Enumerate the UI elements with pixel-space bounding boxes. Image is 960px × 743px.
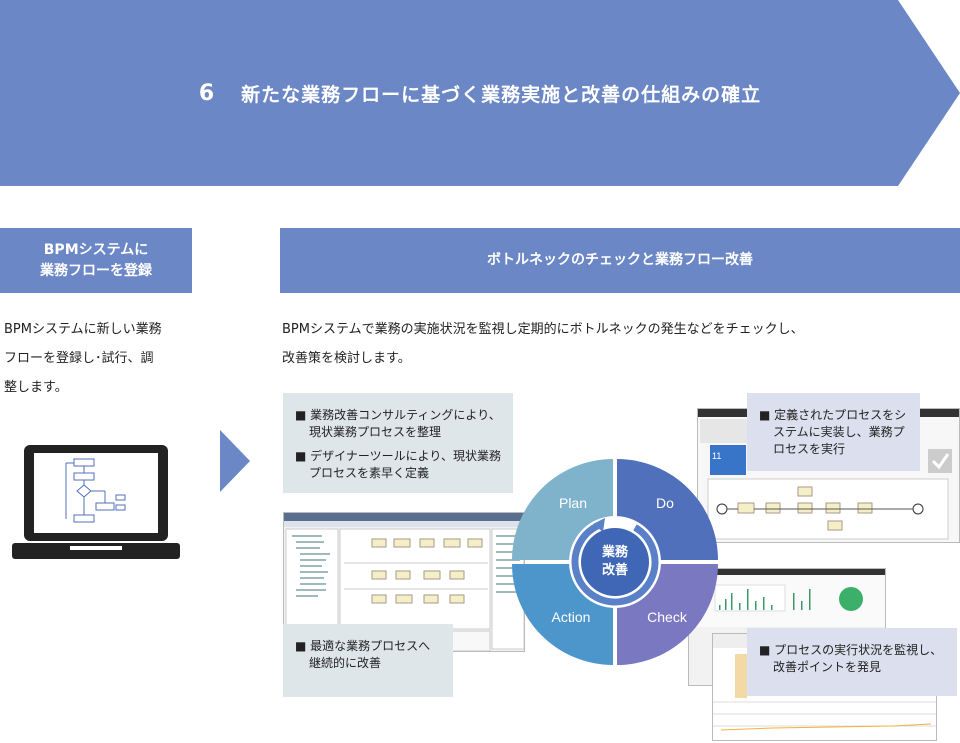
do-task-count: 11: [712, 451, 721, 461]
banner-title-text: 新たな業務フローに基づく業務実施と改善の仕組みの確立: [241, 83, 762, 106]
plan-note: ■ 業務改善コンサルティングにより、現状業務プロセスを整理 ■ デザイナーツール…: [283, 393, 513, 493]
plan-note-item-1: ■ 業務改善コンサルティングにより、現状業務プロセスを整理: [295, 408, 501, 439]
bottleneck-check-description: BPMシステムで業務の実施状況を監視し定期的にボトルネックの発生などをチェックし…: [282, 315, 942, 373]
bottleneck-check-header: ボトルネックのチェックと業務フロー改善: [280, 228, 960, 293]
register-flow-description-line-1: BPMシステムに新しい業務: [4, 322, 162, 337]
register-flow-description: BPMシステムに新しい業務 フローを登録し･試行、調 整します。: [4, 315, 194, 402]
action-label: Action: [552, 609, 591, 625]
banner-arrow-shape: [0, 0, 960, 186]
check-note: ■ プロセスの実行状況を監視し、改善ポイントを発見: [747, 628, 957, 696]
register-flow-header: BPMシステムに 業務フローを登録: [0, 228, 192, 293]
register-flow-header-line-2: 業務フローを登録: [40, 262, 152, 279]
action-note: ■ 最適な業務プロセスへ継続的に改善: [283, 624, 453, 697]
register-flow-description-line-2: フローを登録し･試行、調: [4, 351, 154, 366]
check-label: Check: [647, 609, 688, 625]
check-note-item-1: ■ プロセスの実行状況を監視し、改善ポイントを発見: [759, 643, 943, 674]
register-flow-header-line-1: BPMシステムに: [43, 242, 149, 259]
do-note-item-1: ■ 定義されたプロセスをシステムに実装し、業務プロセスを実行: [759, 408, 907, 456]
refresh-arrow-icon: [571, 518, 659, 606]
plan-note-item-2: ■ デザイナーツールにより、現状業務プロセスを素早く定義: [295, 449, 501, 480]
pdca-cycle-diagram: 業務 改善 Plan Do Check Action: [512, 459, 718, 665]
page-banner: 6 新たな業務フローに基づく業務実施と改善の仕組みの確立: [0, 0, 960, 186]
cycle-center-line-2: 改善: [602, 562, 628, 578]
cycle-center-line-1: 業務: [601, 544, 629, 560]
banner-title: 6 新たな業務フローに基づく業務実施と改善の仕組みの確立: [0, 0, 960, 186]
bottleneck-check-header-text: ボトルネックのチェックと業務フロー改善: [487, 252, 753, 269]
bottleneck-check-description-line-1: BPMシステムで業務の実施状況を監視し定期的にボトルネックの発生などをチェックし…: [282, 322, 804, 337]
do-label: Do: [656, 495, 674, 511]
banner-step-number: 6: [198, 80, 216, 106]
action-note-item-1: ■ 最適な業務プロセスへ継続的に改善: [295, 639, 431, 670]
do-note: ■ 定義されたプロセスをシステムに実装し、業務プロセスを実行: [747, 393, 920, 471]
laptop-icon: [12, 445, 180, 559]
bottleneck-check-description-line-2: 改善策を検討します。: [282, 351, 411, 366]
register-flow-description-line-3: 整します。: [4, 380, 68, 395]
flow-arrow-icon: [220, 430, 250, 492]
plan-label: Plan: [559, 495, 587, 511]
